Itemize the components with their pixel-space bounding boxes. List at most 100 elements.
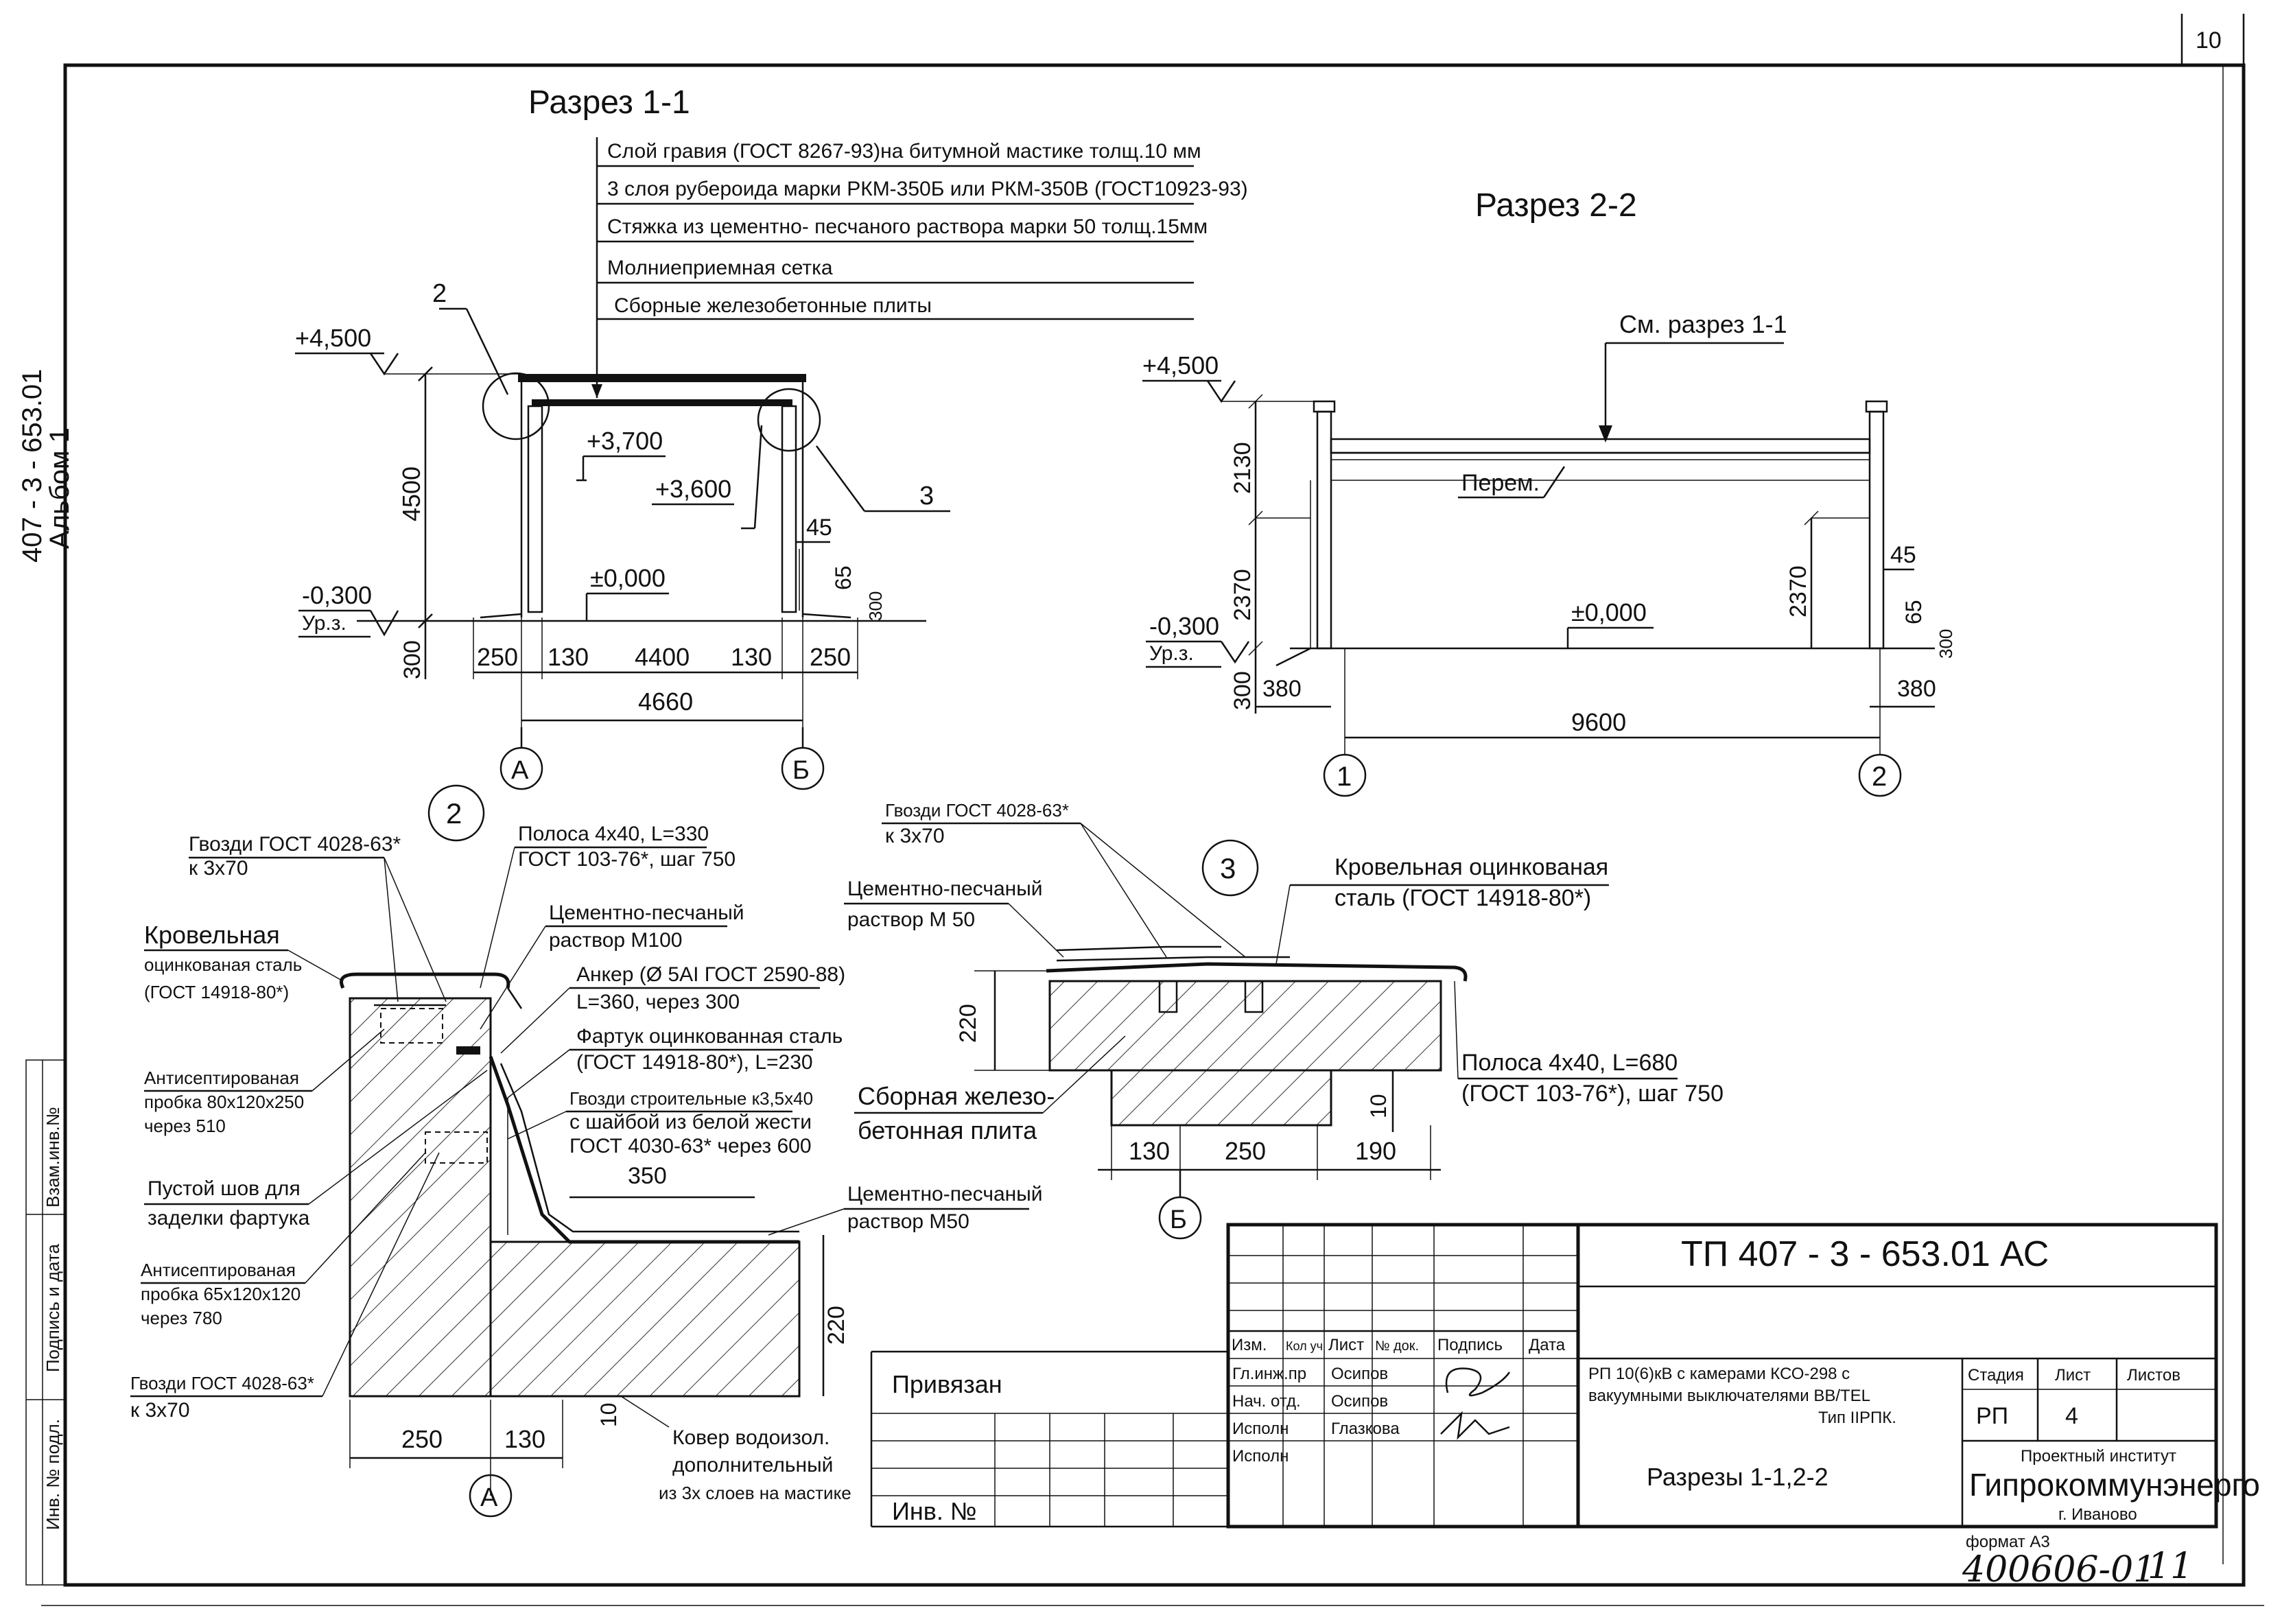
layer-3: Стяжка из цементно- песчаного раствора м… — [607, 215, 1208, 238]
tb-head-kol: Кол уч — [1286, 1339, 1323, 1353]
tb-role-2: Нач. отд. — [1232, 1392, 1301, 1411]
dim-9600: 9600 — [1571, 708, 1626, 736]
plug2-2: пробка 65х120х120 — [141, 1284, 301, 1304]
dim-45: 45 — [806, 515, 832, 541]
side-code-album: Альбом 1 — [45, 427, 75, 549]
tb-desc-2: вакуумными выключателями ВВ/TEL — [1588, 1387, 1870, 1405]
dim-65: 65 — [831, 565, 856, 590]
n3-dim-10: 10 — [1366, 1094, 1391, 1118]
side-code-number: 407 - 3 - 653.01 — [17, 369, 47, 563]
tb-bound: Привязан — [892, 1370, 1002, 1398]
level-ground-label: Ур.з. — [302, 612, 346, 635]
dim-130-n2: 130 — [504, 1425, 545, 1453]
plug1-1: Антисептированая — [144, 1068, 299, 1088]
tb-sheet-h: Лист — [2055, 1366, 2091, 1385]
dim-300-22: 300 — [1230, 671, 1256, 710]
tb-role-3: Исполн — [1232, 1420, 1289, 1438]
anchor-1: Анкер (Ø 5АI ГОСТ 2590-88) — [576, 963, 845, 986]
strip-1: Полоса 4х40, L=330 — [518, 823, 709, 845]
axis-a-n2: А — [480, 1483, 498, 1512]
tb-inv: Инв. № — [892, 1497, 977, 1525]
dim-130b: 130 — [731, 643, 772, 671]
axis-1: 1 — [1337, 762, 1352, 792]
tb-stage-h: Стадия — [1968, 1366, 2024, 1385]
section-2-2-title: Разрез 2-2 — [1475, 187, 1637, 224]
stamp-inv-zam: Взам.инв.№ — [43, 1107, 63, 1208]
nails-c-1: Гвозди ГОСТ 4028-63* — [130, 1373, 314, 1393]
strip-2: ГОСТ 103-76*, шаг 750 — [518, 848, 736, 871]
tb-head-izm: Изм. — [1232, 1336, 1267, 1354]
nails-b-1: Гвозди строительные к3,5х40 — [569, 1088, 813, 1109]
tb-sheets-h: Листов — [2127, 1366, 2180, 1385]
n3-nails-1: Гвозди ГОСТ 4028-63* — [885, 800, 1069, 821]
layer-4: Молниеприемная сетка — [607, 257, 833, 279]
dim-65-22: 65 — [1901, 600, 1926, 624]
dim-4400: 4400 — [635, 643, 690, 671]
level-zero: ±0,000 — [590, 564, 666, 592]
anchor-2: L=360, через 300 — [576, 991, 740, 1013]
dim-250b: 250 — [810, 643, 851, 671]
node-3-label: 3 — [1220, 852, 1236, 884]
dim-10-n2: 10 — [596, 1402, 621, 1427]
tb-head-list: Лист — [1328, 1336, 1364, 1354]
tb-name-1: Осипов — [1331, 1365, 1388, 1383]
roof-steel-2: оцинкованая сталь — [144, 954, 302, 975]
n3-dim-220: 220 — [955, 1004, 981, 1043]
n3-nails-2: к 3х70 — [885, 825, 945, 847]
tb-handwrit-code: 400606-01 — [1962, 1549, 2156, 1590]
layer-1: Слой гравия (ГОСТ 8267-93)на битумной ма… — [607, 140, 1201, 163]
seam-1: Пустой шов для — [148, 1177, 301, 1200]
dim-4500: 4500 — [397, 467, 425, 521]
level-top: +4,500 — [295, 324, 371, 352]
plug2-3: через 780 — [141, 1308, 222, 1328]
tb-drawing: Разрезы 1-1,2-2 — [1647, 1463, 1828, 1491]
tb-head-sign: Подпись — [1437, 1336, 1503, 1354]
tb-name-2: Осипов — [1331, 1392, 1388, 1411]
carpet-3: из 3х слоев на мастике — [659, 1483, 851, 1503]
left-stamp: Взам.инв.№ Подпись и дата Инв. № подл. — [25, 1059, 66, 1586]
carpet-2: дополнительный — [672, 1454, 833, 1476]
n3-dim-190: 190 — [1355, 1137, 1396, 1165]
plug2-1: Антисептированая — [141, 1260, 296, 1280]
seam-2: заделки фартука — [148, 1207, 310, 1229]
signature-2 — [1440, 1411, 1510, 1440]
section-1-1: Разрез 1-1 Слой гравия (ГОСТ 8267-93)на … — [295, 84, 1248, 790]
layer-2: 3 слоя рубероида марки РКМ-350Б или РКМ-… — [607, 178, 1248, 200]
dim-45-22: 45 — [1890, 542, 1916, 568]
node-2-label: 2 — [446, 797, 462, 829]
tb-inst-3: г. Иваново — [2058, 1505, 2137, 1524]
tb-name-3: Глазкова — [1331, 1420, 1400, 1438]
nails-top-2: к 3х70 — [189, 857, 248, 880]
tb-desc-3: Тип IIРПК. — [1818, 1409, 1896, 1427]
n3-strip-1: Полоса 4х40, L=680 — [1461, 1050, 1678, 1076]
level22-ground-label: Ур.з. — [1149, 642, 1194, 665]
nails-c-2: к 3х70 — [130, 1399, 190, 1422]
n3-mortar-1: Цементно-песчаный — [847, 878, 1043, 900]
node-2: 2 Гвозди ГОСТ 4028-63* к 3х70 Полоса 4х4… — [130, 784, 1043, 1518]
layer-list: Слой гравия (ГОСТ 8267-93)на битумной ма… — [591, 137, 1248, 398]
tb-code: ТП 407 - 3 - 653.01 АС — [1681, 1234, 2049, 1274]
mortar100-2: раствор М100 — [549, 929, 682, 952]
level22-ground: -0,300 — [1149, 612, 1219, 640]
dim-380a: 380 — [1262, 676, 1302, 702]
tb-role-4: Исполн — [1232, 1447, 1289, 1466]
n3-slab-1: Сборная железо- — [858, 1082, 1055, 1110]
apron-1: Фартук оцинкованная сталь — [576, 1025, 843, 1048]
layer-5: Сборные железобетонные плиты — [614, 294, 932, 317]
tb-head-doc: № док. — [1375, 1339, 1419, 1354]
axis-b: Б — [792, 756, 810, 785]
level-ground: -0,300 — [302, 581, 372, 609]
tb-format: формат А3 — [1966, 1533, 2050, 1551]
axis-2: 2 — [1872, 762, 1887, 792]
dim-130a: 130 — [548, 643, 589, 671]
n3-steel-2: сталь (ГОСТ 14918-80*) — [1334, 885, 1591, 911]
axis-a: А — [511, 756, 529, 785]
level22-zero: ±0,000 — [1571, 598, 1647, 626]
see-section-1-1: См. разрез 1-1 — [1619, 310, 1787, 338]
tb-head-date: Дата — [1529, 1336, 1566, 1354]
roof-steel-3: (ГОСТ 14918-80*) — [144, 982, 289, 1002]
nails-b-3: ГОСТ 4030-63* через 600 — [569, 1135, 812, 1157]
plug1-2: пробка 80х120х250 — [144, 1092, 304, 1112]
apron-2: (ГОСТ 14918-80*), L=230 — [576, 1051, 813, 1074]
section-1-1-title: Разрез 1-1 — [528, 84, 690, 121]
